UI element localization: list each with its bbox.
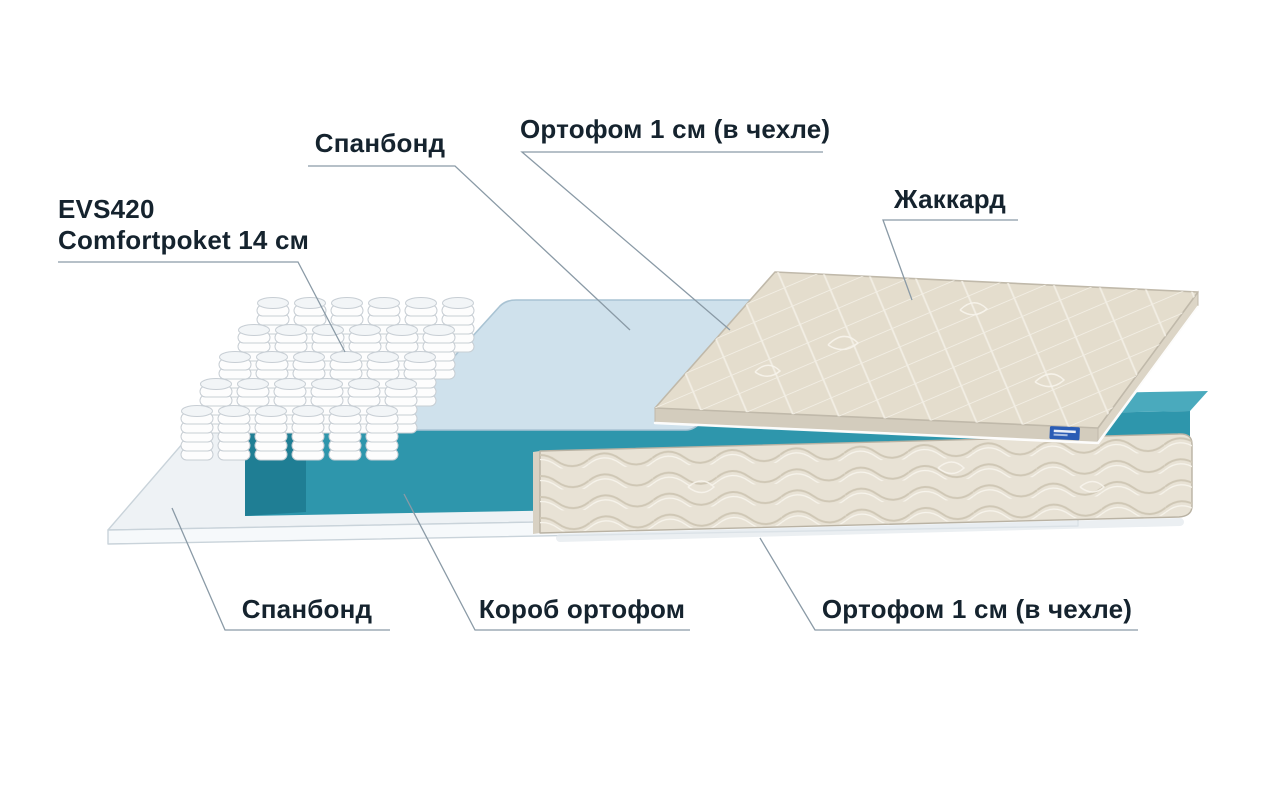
pocket-spring	[365, 405, 399, 461]
jacquard-motif	[1034, 373, 1066, 388]
quilt-wave-pattern	[540, 433, 1192, 533]
pocket-spring	[328, 405, 362, 461]
jacquard-motif	[959, 302, 989, 316]
leader-springs	[58, 261, 346, 353]
label-orthofoam-top: Ортофом 1 см (в чехле)	[520, 114, 831, 144]
quilt-left-face	[533, 451, 540, 534]
pocket-spring	[254, 405, 288, 461]
label-spunbond-bottom: Спанбонд	[241, 594, 373, 624]
brand-tag-icon	[1049, 426, 1080, 441]
label-jacquard: Жаккард	[894, 184, 1006, 214]
jacquard-diamond-pattern	[655, 272, 1198, 428]
label-springs-model: EVS420	[58, 194, 155, 224]
leader-orthofoam-top	[520, 151, 823, 331]
label-foam-box: Короб ортофом	[478, 594, 686, 624]
orthofoam-bottom-layer	[533, 433, 1193, 534]
quilt-motif	[937, 461, 966, 475]
leader-lines	[58, 151, 1138, 631]
pocket-spring	[217, 405, 251, 461]
label-spunbond-top: Спанбонд	[314, 128, 446, 158]
pocket-spring	[180, 405, 214, 461]
leader-spunbond-bottom	[171, 507, 390, 631]
leader-orthofoam-bottom	[759, 537, 1138, 631]
jacquard-piping	[653, 305, 1200, 445]
label-springs: EVS420 Comfortpoket 14 см	[58, 194, 338, 256]
quilt-motif	[687, 480, 716, 494]
jacquard-motif	[754, 364, 782, 377]
quilt-shadow	[556, 518, 1184, 542]
quilt-motif	[1079, 480, 1106, 493]
leader-spunbond-top	[308, 165, 631, 331]
jacquard-cover	[653, 271, 1200, 445]
pocket-spring	[291, 405, 325, 461]
leader-jacquard	[882, 219, 1018, 301]
leader-foam-box	[403, 493, 690, 631]
jacquard-motif	[827, 335, 860, 351]
label-springs-spec: Comfortpoket 14 см	[58, 225, 310, 255]
label-orthofoam-bottom: Ортофом 1 см (в чехле)	[821, 594, 1133, 624]
